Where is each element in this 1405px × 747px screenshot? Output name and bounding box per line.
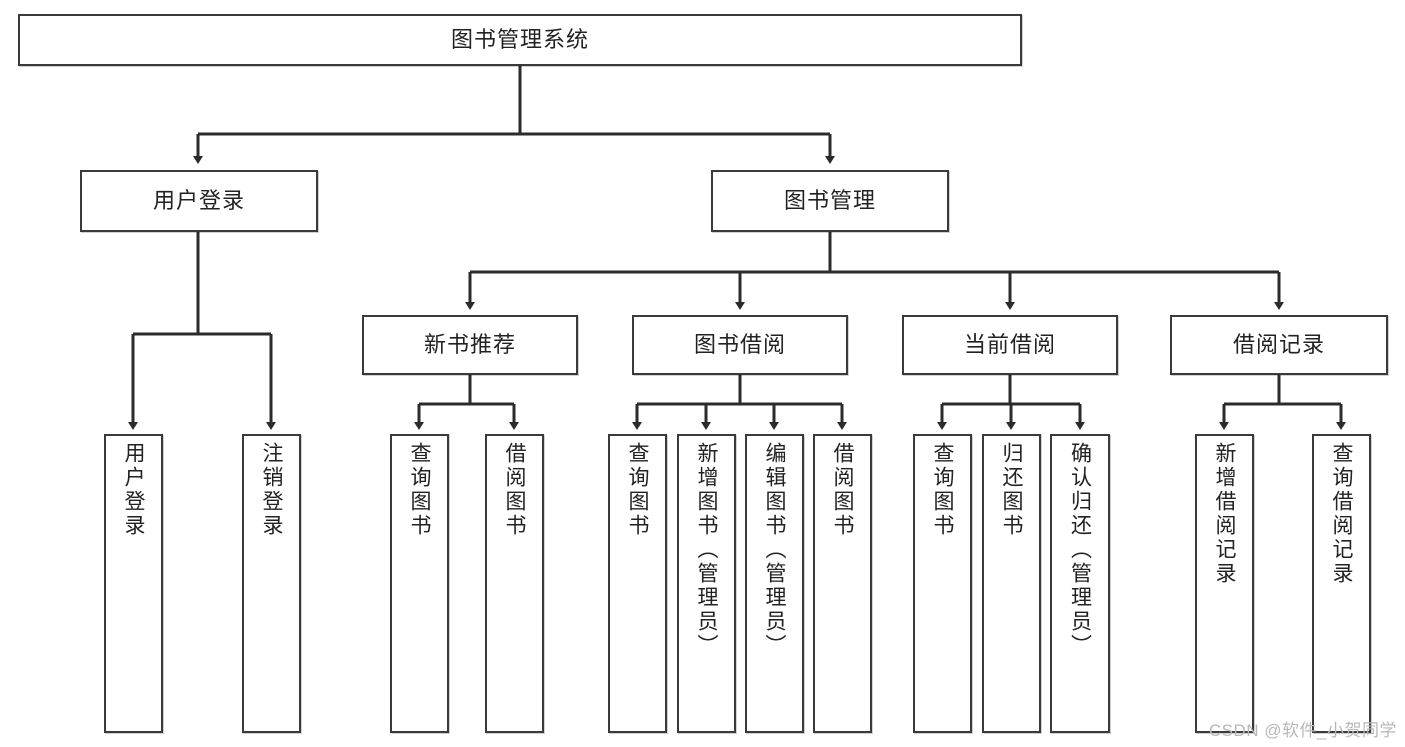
node-label: 新书推荐 [423,331,516,357]
leaf-book-borrow-query[interactable]: 查询图书 [608,434,667,733]
leaf-new-book-borrow[interactable]: 借阅图书 [485,434,544,733]
node-label: 借阅图书 [831,442,854,538]
node-label: 用户登录 [122,442,145,538]
node-label: 新增借阅记录 [1213,442,1236,586]
node-book-management[interactable]: 图书管理 [711,170,949,232]
node-label: 图书管理 [783,187,876,213]
leaf-current-borrow-confirm-return[interactable]: 确认归还（管理员） [1050,434,1110,733]
node-root-system[interactable]: 图书管理系统 [18,14,1022,66]
node-label: 图书管理系统 [450,26,589,52]
node-new-book-recommend[interactable]: 新书推荐 [362,315,578,375]
node-label: 注销登录 [260,442,283,538]
leaf-new-book-query[interactable]: 查询图书 [390,434,449,733]
node-book-borrow[interactable]: 图书借阅 [632,315,848,375]
node-label: 当前借阅 [963,331,1056,357]
node-label: 图书借阅 [693,331,786,357]
leaf-borrow-record-query[interactable]: 查询借阅记录 [1312,434,1371,733]
leaf-book-borrow-edit[interactable]: 编辑图书（管理员） [745,434,804,733]
leaf-user-login-logout[interactable]: 注销登录 [242,434,301,733]
watermark-text: CSDN @软件_小贺同学 [1208,721,1397,740]
node-borrow-record[interactable]: 借阅记录 [1170,315,1388,375]
node-user-login[interactable]: 用户登录 [80,170,318,232]
leaf-book-borrow-add[interactable]: 新增图书（管理员） [677,434,736,733]
node-label: 确认归还（管理员） [1068,442,1092,658]
node-label: 归还图书 [1000,442,1023,538]
node-label: 查询图书 [931,442,954,538]
leaf-current-borrow-query[interactable]: 查询图书 [913,434,972,733]
node-label: 编辑图书（管理员） [763,442,786,658]
node-label: 查询图书 [626,442,649,538]
node-label: 查询借阅记录 [1330,442,1353,586]
node-label: 新增图书（管理员） [695,442,718,658]
leaf-user-login-login[interactable]: 用户登录 [104,434,163,733]
leaf-book-borrow-borrow[interactable]: 借阅图书 [813,434,872,733]
node-label: 查询图书 [408,442,431,538]
leaf-current-borrow-return[interactable]: 归还图书 [982,434,1041,733]
node-label: 用户登录 [152,187,245,213]
node-label: 借阅图书 [503,442,526,538]
node-current-borrow[interactable]: 当前借阅 [902,315,1118,375]
node-label: 借阅记录 [1232,331,1325,357]
leaf-borrow-record-add[interactable]: 新增借阅记录 [1195,434,1254,733]
